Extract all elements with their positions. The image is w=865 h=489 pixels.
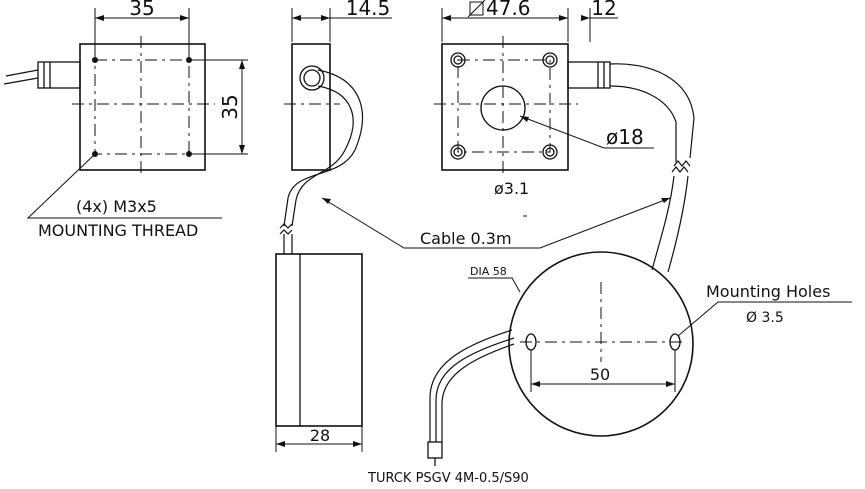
mounting-holes-label: Mounting Holes — [706, 282, 830, 301]
cable-gland — [299, 65, 325, 91]
dim-12: 12 — [591, 0, 616, 20]
thread-hole — [92, 57, 98, 63]
turck-connector — [427, 441, 443, 459]
dia-58-label: DIA 58 — [470, 265, 507, 278]
thread-leader — [26, 153, 222, 219]
square-symbol-icon — [467, 0, 486, 18]
front-view-hole-pattern — [94, 59, 190, 155]
cable-label: Cable 0.3m — [420, 229, 512, 248]
back-view: 47.6 12 ø18 ø3.1 — [434, 0, 695, 273]
side-cable — [283, 69, 364, 227]
back-view-connector — [567, 61, 611, 89]
back-view-body — [441, 43, 569, 171]
center-hole — [480, 85, 526, 131]
cable-leader — [321, 197, 671, 249]
side-view-body — [291, 43, 331, 171]
dim-3-1: ø3.1 — [494, 179, 529, 198]
thin-cable — [435, 337, 515, 442]
front-view-body — [79, 43, 206, 171]
dim-18-leader — [519, 115, 654, 149]
holes-dia-label: Ø 3.5 — [746, 310, 784, 326]
dia-58-leader — [468, 277, 521, 293]
front-view-connector — [37, 61, 81, 89]
corner-holes — [450, 52, 558, 160]
cable-callout: Cable 0.3m — [321, 197, 671, 249]
connector-label: TURCK PSGV 4M-0.5/S90 — [367, 471, 529, 486]
front-view-cable — [5, 69, 39, 77]
mounting-holes-leader — [677, 301, 852, 337]
back-cable — [609, 63, 695, 159]
mounting-thread-label: MOUNTING THREAD — [38, 221, 198, 240]
dim-14-5: 14.5 — [346, 0, 391, 20]
dim-28: 28 — [310, 426, 330, 445]
side-view: 14.5 28 — [275, 0, 392, 452]
front-view: 35 35 (4x) M3x5 MOUNTING THREAD — [3, 0, 248, 240]
dim-35-side: 35 — [218, 94, 242, 119]
dim-50: 50 — [590, 365, 610, 384]
dim-47-6: 47.6 — [486, 0, 531, 20]
thread-hole — [186, 151, 192, 157]
round-plate — [508, 251, 694, 437]
thread-count-label: (4x) M3x5 — [76, 197, 157, 216]
dim-18: ø18 — [606, 125, 644, 149]
thread-hole — [186, 57, 192, 63]
dim-35-top: 35 — [129, 0, 154, 20]
round-view: 50 DIA 58 Mounting Holes Ø 3.5 TURCK PSG… — [367, 251, 852, 486]
electronics-housing — [275, 253, 363, 427]
